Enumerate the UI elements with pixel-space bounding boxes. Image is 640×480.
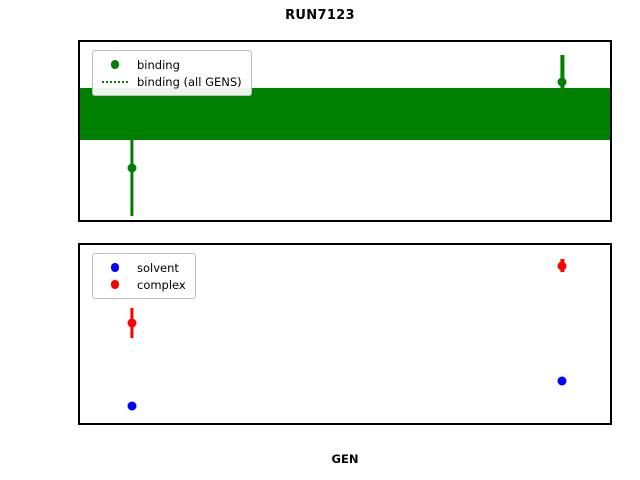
data-point-complex[interactable] bbox=[127, 318, 137, 328]
plot-area-bottom: −24−22−20−1801 bbox=[80, 245, 610, 423]
x-tick bbox=[131, 220, 133, 222]
x-tick bbox=[131, 423, 133, 425]
legend-label: complex bbox=[137, 277, 186, 292]
legend-binding[interactable]: binding binding (all GENS) bbox=[92, 50, 252, 96]
plot-area-top: 3.03.54.04.55.0 bbox=[80, 42, 610, 220]
legend-item[interactable]: binding bbox=[100, 56, 242, 73]
x-axis-label: GEN bbox=[331, 452, 359, 466]
data-point-binding[interactable] bbox=[557, 77, 567, 87]
legend-label: solvent bbox=[137, 260, 179, 275]
y-tick bbox=[78, 198, 80, 200]
plot-panel-binding: 3.03.54.04.55.0 binding binding (all GENS… bbox=[78, 40, 612, 222]
legend-label: binding (all GENS) bbox=[137, 74, 242, 89]
y-tick bbox=[78, 413, 80, 415]
legend-item[interactable]: binding (all GENS) bbox=[100, 73, 242, 90]
data-point-solvent[interactable] bbox=[557, 376, 567, 386]
legend-item[interactable]: solvent bbox=[100, 259, 186, 276]
figure-title: RUN7123 bbox=[285, 8, 355, 23]
data-point-complex[interactable] bbox=[557, 261, 567, 271]
y-tick bbox=[78, 364, 80, 366]
legend-dot-icon bbox=[110, 280, 120, 289]
legend-dotted-line-icon bbox=[102, 80, 128, 83]
legend-item[interactable]: complex bbox=[100, 276, 186, 293]
x-tick bbox=[561, 423, 563, 425]
y-tick bbox=[78, 165, 80, 167]
y-tick bbox=[78, 315, 80, 317]
confidence-band bbox=[80, 88, 610, 140]
y-tick bbox=[78, 267, 80, 269]
legend-label: binding bbox=[137, 57, 180, 72]
data-point-binding[interactable] bbox=[127, 163, 137, 173]
legend-components[interactable]: solvent complex bbox=[92, 253, 196, 299]
plot-panel-components: −24−22−20−1801 solvent complex bbox=[78, 243, 612, 425]
x-tick bbox=[561, 220, 563, 222]
y-tick bbox=[78, 66, 80, 68]
legend-dot-icon bbox=[110, 263, 120, 272]
data-point-solvent[interactable] bbox=[127, 401, 137, 411]
legend-dot-icon bbox=[110, 60, 120, 69]
